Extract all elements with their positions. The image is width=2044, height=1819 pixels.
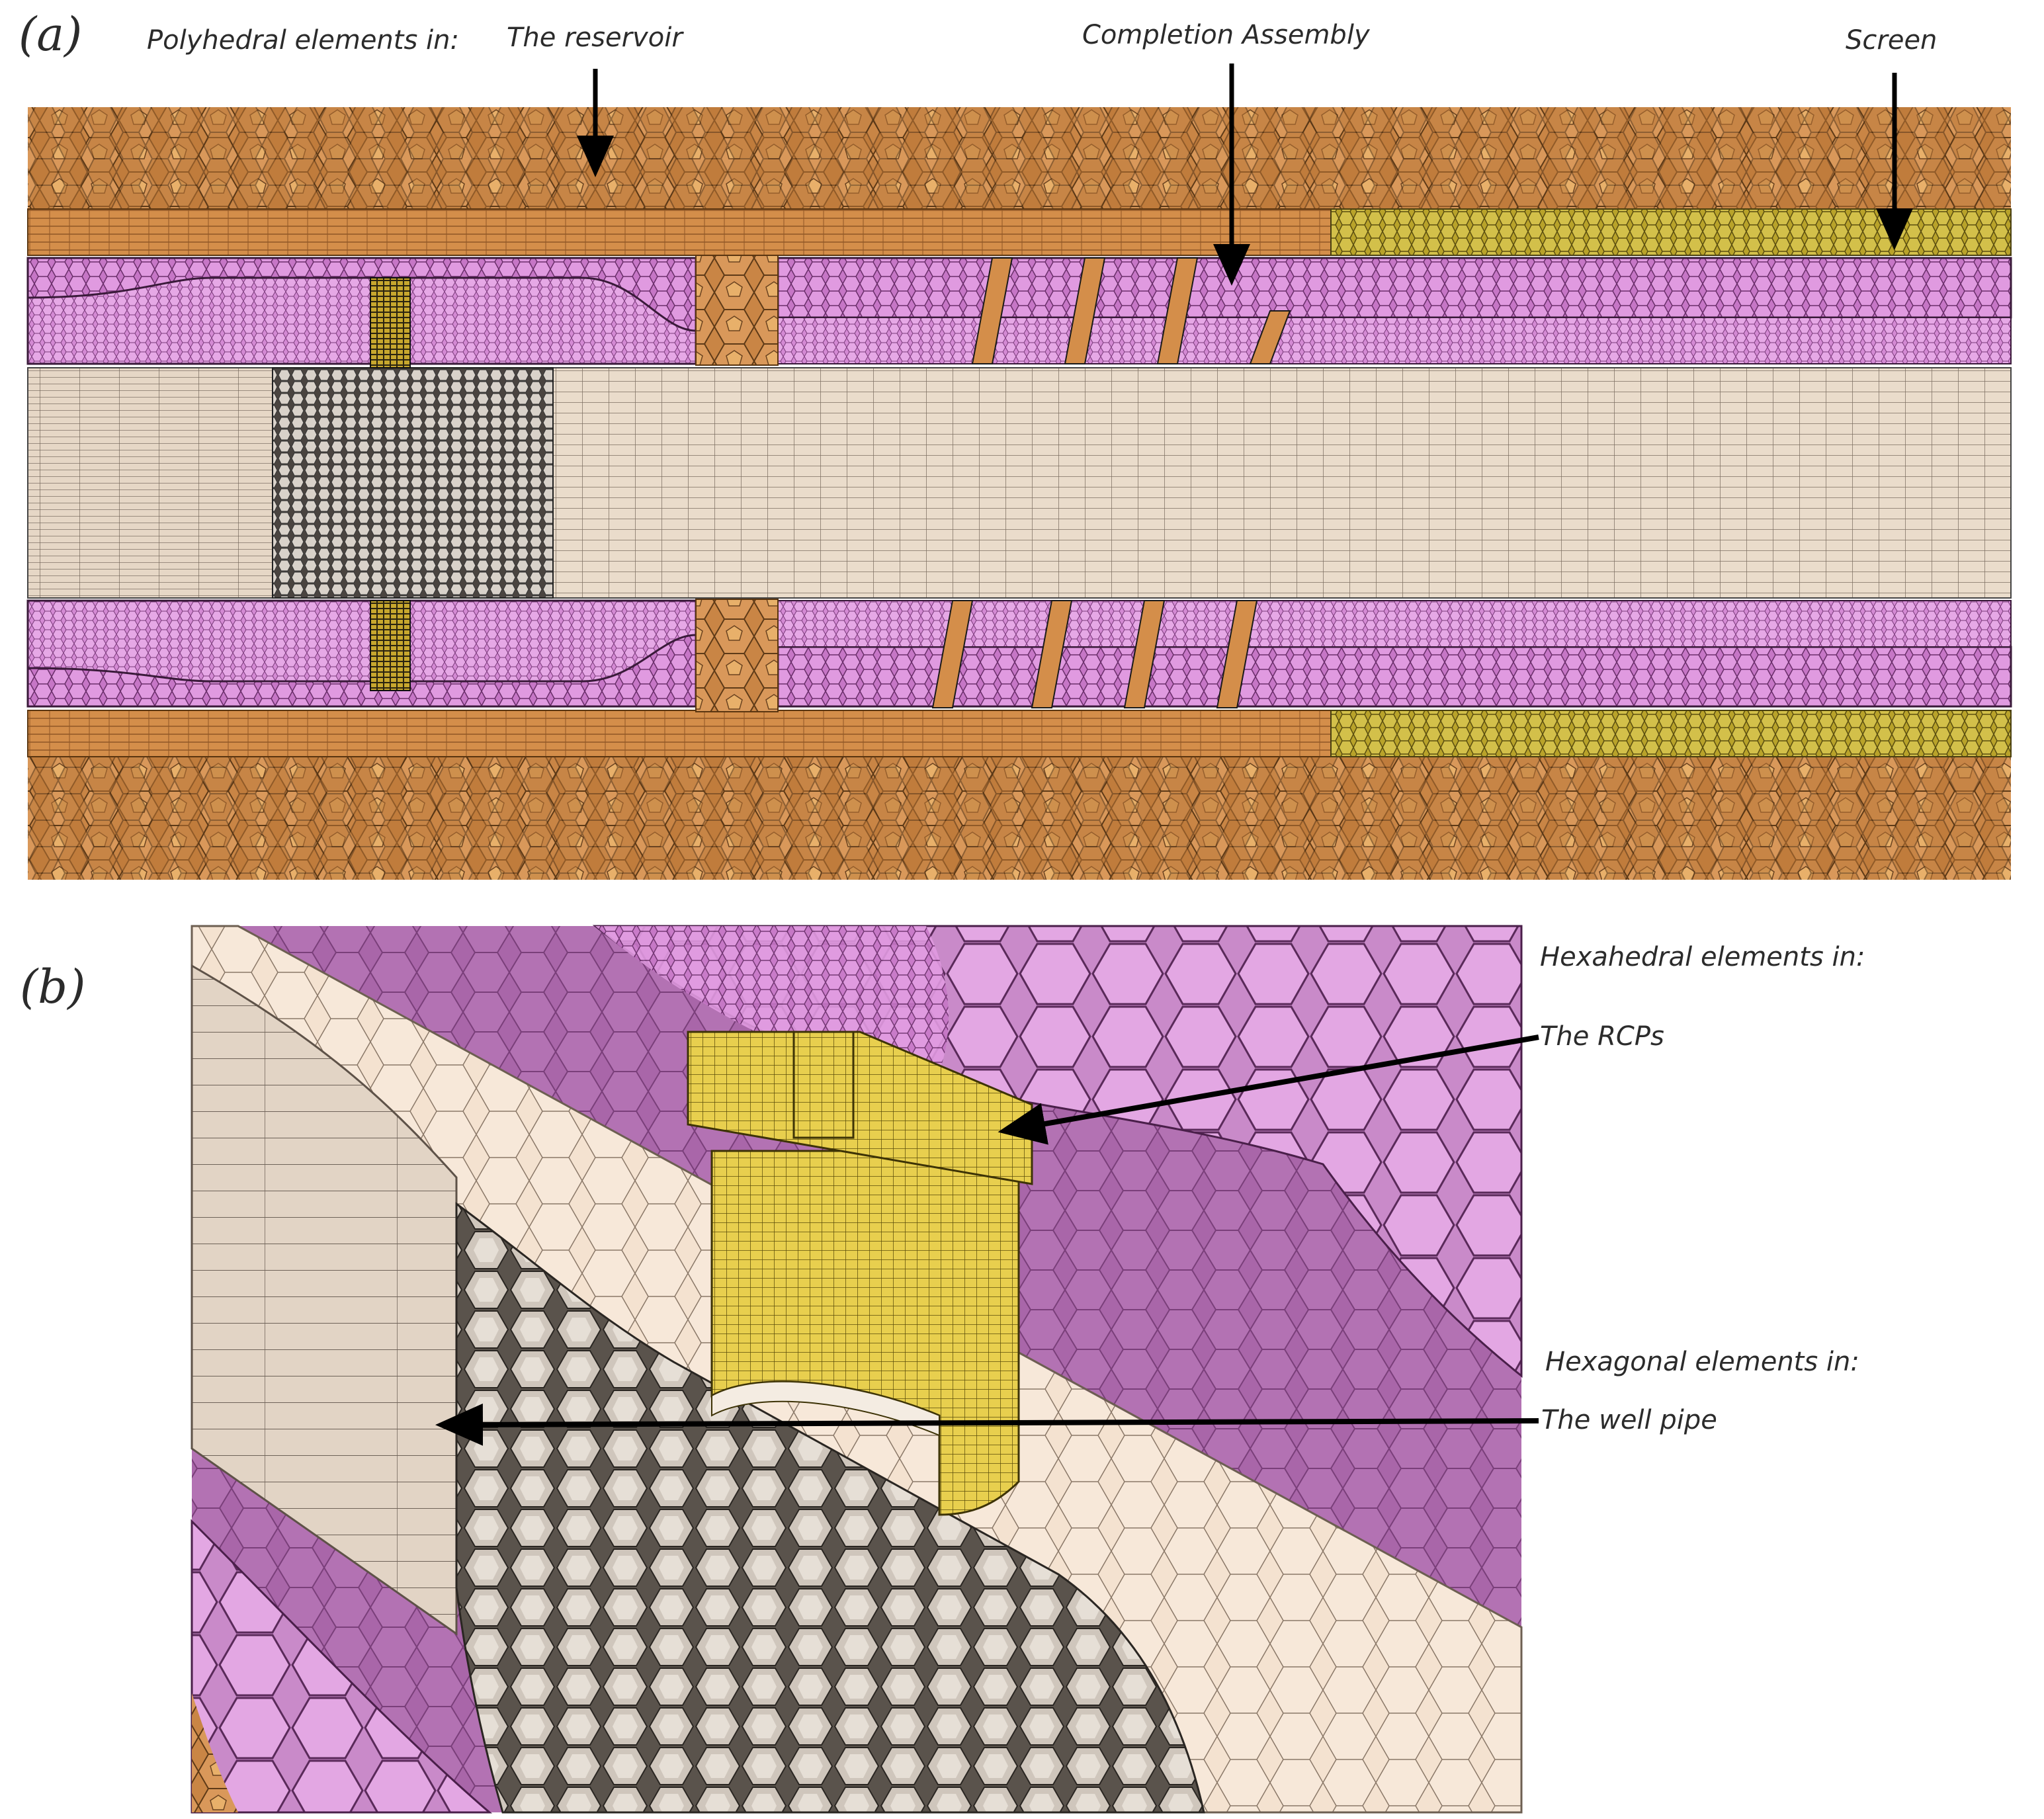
rcp-opening bbox=[711, 1380, 940, 1437]
arrow-rcps bbox=[998, 1035, 1539, 1145]
panel-a: (a) Polyhedral elements in: The reservoi… bbox=[19, 7, 2012, 880]
connector-bottom bbox=[695, 599, 779, 712]
panel-b: (b) Hexahedral elements in: The RCPs Hex… bbox=[20, 925, 1865, 1814]
label-hexagonal: Hexagonal elements in: bbox=[1545, 1347, 1859, 1377]
annulus-lower-left bbox=[191, 1519, 493, 1814]
casing-bottom bbox=[27, 710, 1332, 757]
annulus-top-right bbox=[777, 257, 2012, 319]
arrow-well-pipe bbox=[435, 1403, 1539, 1446]
panel-b-letter: (b) bbox=[20, 960, 85, 1014]
completion-vanes-bottom bbox=[931, 600, 1258, 708]
screen-bottom bbox=[1330, 710, 2012, 757]
completion-vanes-top bbox=[971, 257, 1291, 364]
label-hexahedral: Hexahedral elements in: bbox=[1540, 942, 1865, 972]
label-screen: Screen bbox=[1846, 25, 1937, 56]
label-well-pipe: The well pipe bbox=[1541, 1405, 1717, 1435]
rcp-top bbox=[370, 277, 411, 368]
reservoir-bottom-overlay bbox=[28, 754, 2011, 880]
rcp-bottom bbox=[370, 600, 411, 691]
annulus-bottom-fine bbox=[777, 600, 2012, 648]
casing-top bbox=[27, 208, 1332, 256]
label-rcps: The RCPs bbox=[1540, 1021, 1664, 1052]
well-pipe-left bbox=[27, 367, 273, 599]
panel-a-letter: (a) bbox=[19, 7, 82, 62]
label-reservoir: The reservoir bbox=[507, 22, 684, 53]
packer-bottom bbox=[26, 599, 697, 683]
reservoir-top-overlay bbox=[28, 107, 2011, 212]
gravel-cut bbox=[455, 1202, 1205, 1814]
annulus-top-fine bbox=[777, 317, 2012, 364]
rcp-stem bbox=[792, 1031, 855, 1139]
screen-top bbox=[1330, 208, 2012, 256]
well-pipe bbox=[552, 367, 2012, 599]
rcp-gravel-block bbox=[272, 367, 554, 599]
packer-top bbox=[26, 276, 697, 365]
annulus-bottom-right bbox=[777, 646, 2012, 708]
label-completion-assembly: Completion Assembly bbox=[1082, 20, 1371, 50]
reservoir-corner bbox=[192, 1693, 238, 1812]
label-polyhedral: Polyhedral elements in: bbox=[147, 25, 459, 56]
well-pipe-layers bbox=[191, 964, 458, 1636]
connector-top bbox=[695, 255, 779, 366]
